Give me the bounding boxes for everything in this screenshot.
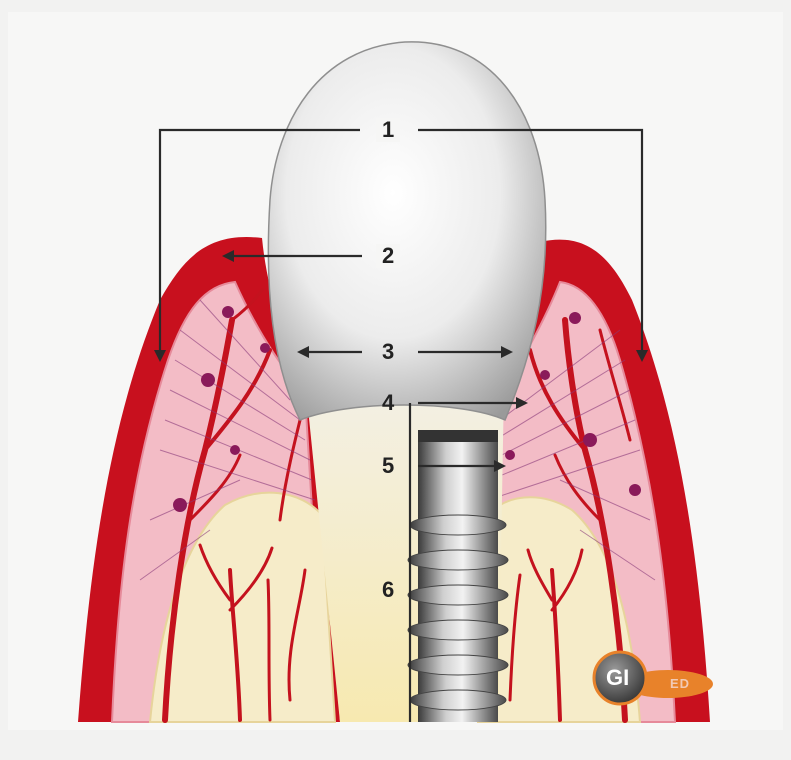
crown [268,42,545,420]
label-1: 1 [376,118,400,142]
implant-screw [408,430,508,722]
logo-sub-text: ED [670,676,690,691]
label-5: 5 [376,454,400,478]
label-6: 6 [376,578,400,602]
logo-main-text: GI [606,665,629,691]
label-4: 4 [376,391,400,415]
label-3: 3 [376,340,400,364]
label-2: 2 [376,244,400,268]
